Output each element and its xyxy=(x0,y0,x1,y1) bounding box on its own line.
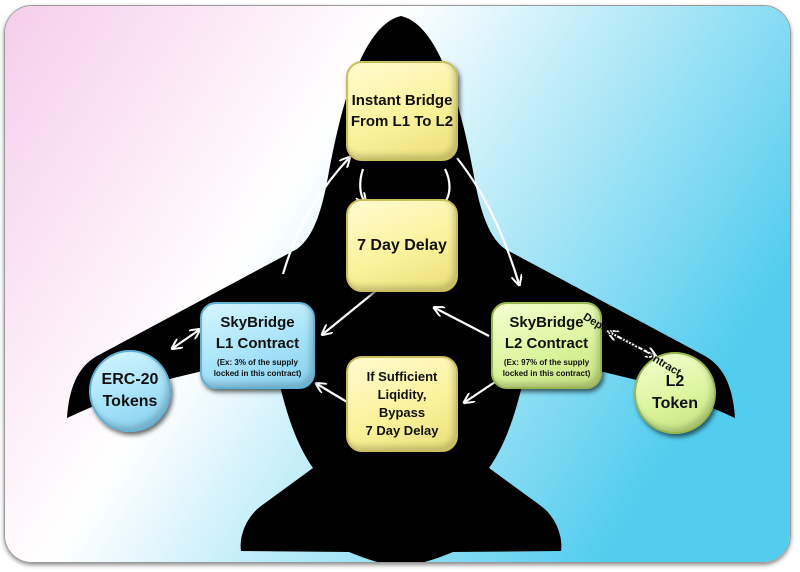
bypass-line-3: Bypass xyxy=(378,405,426,420)
l2-token-line-2: Token xyxy=(652,395,698,412)
flow-arrows xyxy=(173,158,655,402)
l2-contract-box: SkyBridge L2 Contract (Ex: 97% of the su… xyxy=(491,302,602,389)
l2-token-line-1: L2 xyxy=(665,373,685,390)
arrow-erc20-l1 xyxy=(173,330,199,348)
l2-contract-line-2: L2 Contract xyxy=(504,335,589,352)
l1-contract-line-2: L1 Contract xyxy=(215,335,300,352)
l1-contract-box: SkyBridge L1 Contract (Ex: 3% of the sup… xyxy=(200,302,315,389)
instant-bridge-line-2: From L1 To L2 xyxy=(350,113,454,130)
delay-line-1: 7 Day Delay xyxy=(357,236,447,254)
arrow-delay-to-l1 xyxy=(323,289,378,334)
arrow-bypass-to-l1 xyxy=(317,384,348,403)
bypass-line-2: Liqidity, xyxy=(377,387,427,402)
bypass-line-4: 7 Day Delay xyxy=(365,423,439,438)
l2-contract-line-1: SkyBridge xyxy=(509,314,584,331)
l1-contract-note-1: (Ex: 3% of the supply xyxy=(217,358,298,367)
erc20-line-2: Tokens xyxy=(102,393,158,410)
arrow-instant-to-l2 xyxy=(456,157,519,284)
arrow-l2-to-bypass xyxy=(465,381,496,402)
l2-contract-note-1: (Ex: 97% of the supply xyxy=(503,358,590,367)
delay-box: 7 Day Delay xyxy=(346,199,458,292)
erc20-line-1: ERC-20 xyxy=(101,371,159,388)
l2-contract-note-2: locked in this contract) xyxy=(502,369,591,378)
l2-token-circle: L2 Token xyxy=(634,352,716,434)
arrow-l2-token xyxy=(609,332,655,356)
arrow-l2-to-delay xyxy=(435,308,490,337)
instant-bridge-line-1: Instant Bridge xyxy=(351,92,453,109)
diagram-canvas: Instant Bridge From L1 To L2 7 Day Delay… xyxy=(4,5,791,563)
l1-contract-note-2: locked in this contract) xyxy=(213,369,302,378)
bypass-box: If Sufficient Liqidity, Bypass 7 Day Del… xyxy=(346,356,458,452)
erc20-tokens-circle: ERC-20 Tokens xyxy=(89,350,171,432)
arrow-l1-to-instant xyxy=(281,158,349,275)
bypass-line-1: If Sufficient xyxy=(366,369,438,384)
instant-bridge-box: Instant Bridge From L1 To L2 xyxy=(346,61,458,161)
l1-contract-line-1: SkyBridge xyxy=(220,314,295,331)
